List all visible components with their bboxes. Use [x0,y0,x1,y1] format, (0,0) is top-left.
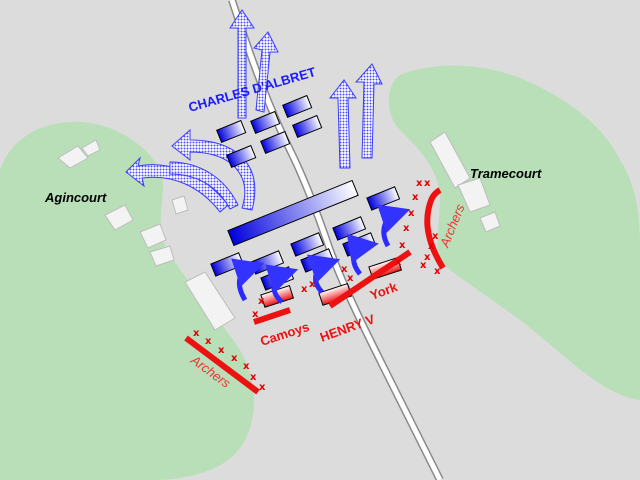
svg-text:x: x [301,284,308,295]
svg-text:x: x [309,279,316,290]
retreat-arrow [354,63,383,159]
retreat-arrow [229,9,255,119]
svg-text:x: x [347,273,354,284]
svg-text:x: x [432,231,439,242]
svg-text:x: x [434,266,441,277]
svg-text:x: x [252,309,259,320]
svg-text:x: x [243,361,250,372]
svg-text:x: x [341,264,348,275]
svg-text:x: x [408,208,415,219]
retreat-arrow [328,79,357,169]
attack-arrow [346,233,379,276]
svg-text:x: x [193,328,200,339]
svg-text:x: x [420,260,427,271]
agincourt-woods [0,121,255,480]
town-label-tramecourt: Tramecourt [470,166,542,181]
svg-text:x: x [412,192,419,203]
attack-arrow [231,258,265,302]
attack-arrow [265,264,299,304]
svg-text:x: x [205,336,212,347]
attack-arrow [377,204,411,248]
svg-text:x: x [399,240,406,251]
svg-text:x: x [424,252,431,263]
english-commander-right-label: York [368,279,400,303]
svg-text:x: x [259,382,266,393]
svg-text:x: x [395,257,402,268]
svg-text:x: x [258,296,265,307]
svg-text:x: x [250,372,257,383]
svg-text:x: x [416,178,423,189]
retreat-arrow [169,161,239,210]
svg-text:x: x [403,223,410,234]
stakes: x x x x x x x x x x x x x x x x x x x x … [193,178,441,393]
english-commander-left-label: Camoys [258,319,311,349]
french-attack-arrows [231,204,411,304]
svg-text:x: x [428,241,435,252]
svg-text:x: x [231,353,238,364]
svg-text:x: x [218,345,225,356]
svg-text:x: x [424,178,431,189]
town-label-agincourt: Agincourt [44,190,107,205]
buildings [57,131,501,331]
attack-arrow [307,254,341,294]
retreat-arrow [253,31,279,113]
french-movement-arrows [125,9,383,213]
english-lines [184,187,446,395]
